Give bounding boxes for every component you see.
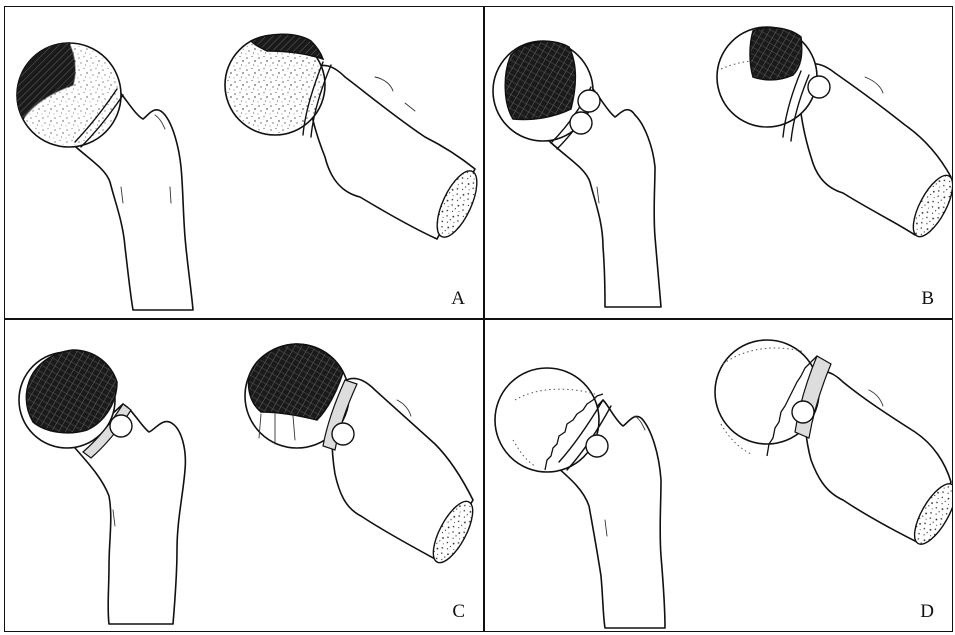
panel-c: C (4, 319, 484, 632)
left-femur-a (17, 43, 193, 310)
right-femur-d (715, 340, 952, 550)
panel-a: A (4, 6, 484, 319)
panel-label-c: C (452, 601, 465, 623)
core-tunnel-b2 (570, 112, 592, 134)
core-tunnel-c2 (332, 423, 354, 445)
panel-d-drawing (485, 320, 952, 631)
core-tunnel-c1 (110, 415, 132, 437)
panel-label-a: A (451, 288, 465, 310)
panel-label-d: D (920, 601, 934, 623)
core-tunnel-b3 (808, 76, 830, 98)
left-femur-b (493, 41, 661, 307)
right-femur-c (245, 344, 480, 568)
panel-d: D (484, 319, 953, 632)
panel-c-drawing (5, 320, 483, 631)
panel-b-drawing (485, 7, 952, 318)
panel-label-b: B (921, 288, 934, 310)
left-femoral-head-d (495, 368, 599, 472)
right-femur-b (717, 27, 952, 242)
left-femur-d (495, 368, 665, 628)
right-femur-a (225, 34, 483, 242)
core-tunnel-d2 (792, 401, 814, 423)
core-tunnel-b1 (578, 90, 600, 112)
necrotic-zone-b-right (750, 28, 802, 80)
left-femur-c (19, 350, 185, 624)
panel-b: B (484, 6, 953, 319)
panel-a-drawing (5, 7, 483, 318)
necrotic-zone-b-left (505, 41, 575, 119)
core-tunnel-d1 (586, 435, 608, 457)
